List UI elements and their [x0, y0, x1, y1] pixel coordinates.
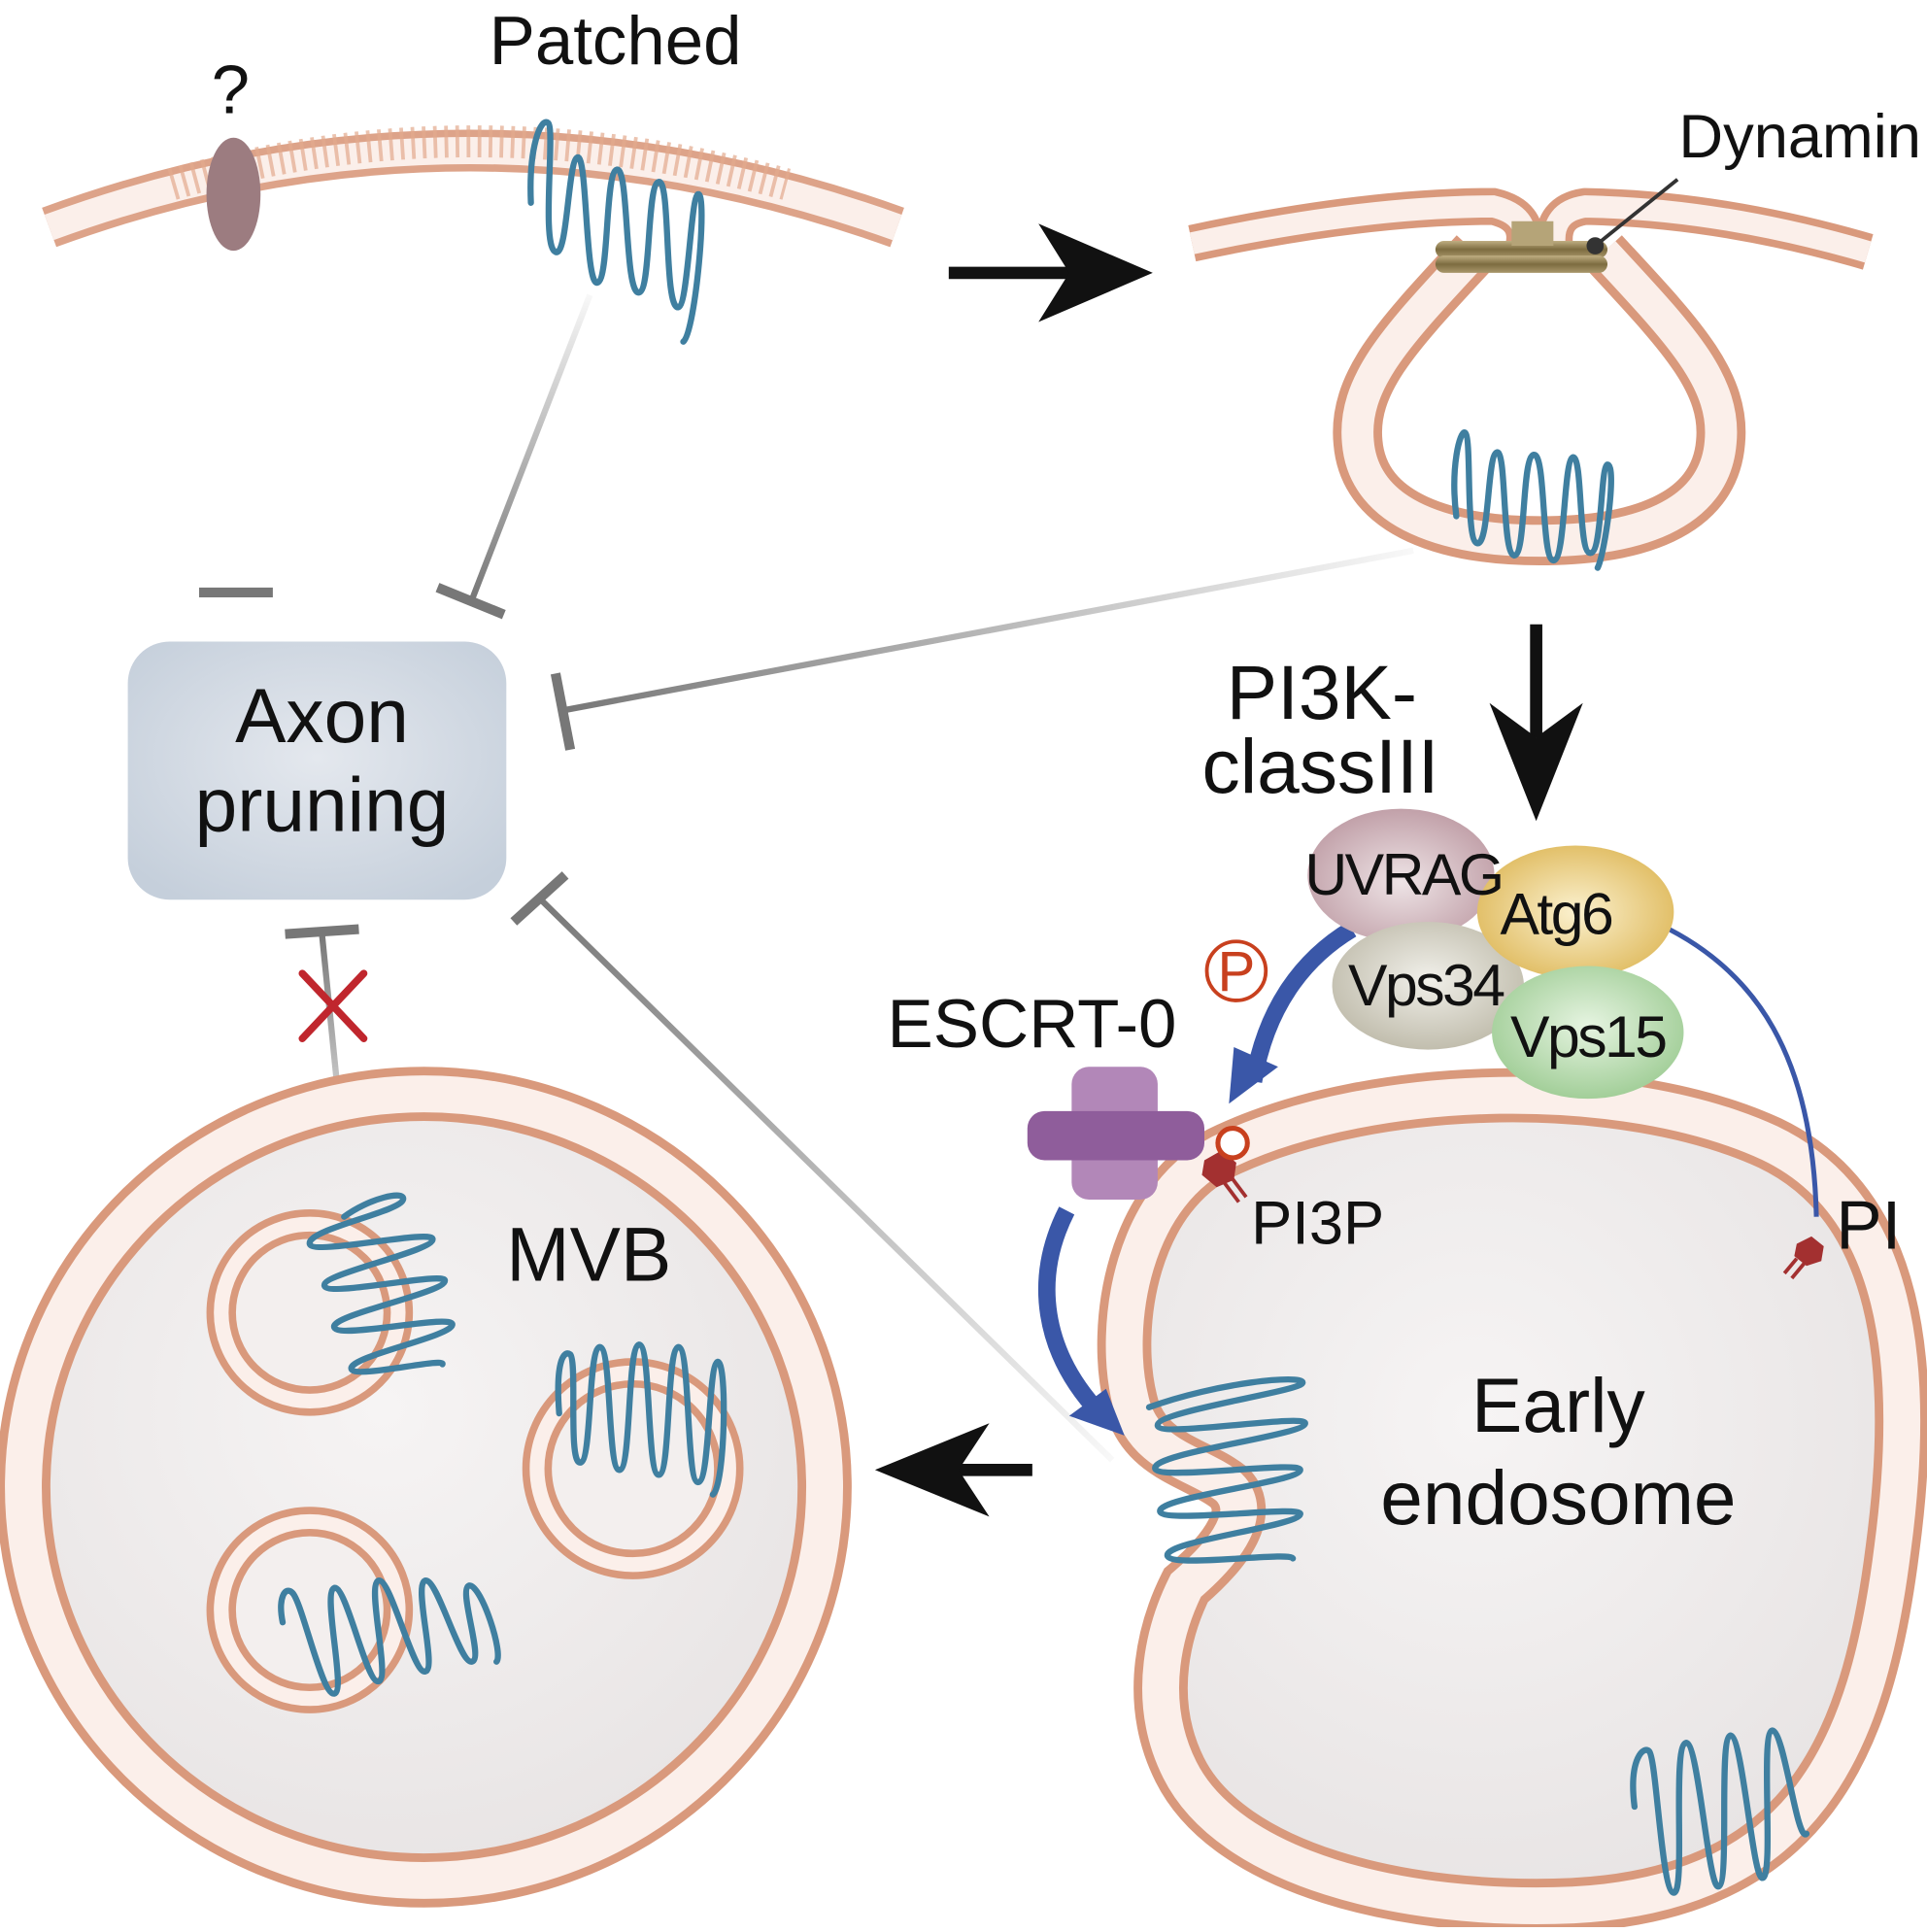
vps15-subunit	[1492, 966, 1684, 1100]
vps34-subunit	[1332, 921, 1524, 1050]
early-endosome-label-line2: endosome	[1380, 1455, 1736, 1541]
dynamin-pointer	[1594, 178, 1679, 248]
phospho-label: P	[1217, 940, 1255, 1003]
unknown-receptor-label: ?	[212, 51, 250, 128]
intraluminal-vesicle-3	[206, 1507, 501, 1713]
vps34-label: Vps34	[1348, 952, 1504, 1018]
phospho-icon: P	[1204, 939, 1268, 1003]
blue-arrow-sorting	[1037, 1206, 1125, 1436]
dynamin-label: Dynamin	[1678, 103, 1921, 171]
plasma-membrane	[42, 125, 904, 248]
early-endosome-label-line1: Early	[1471, 1363, 1645, 1448]
vps15-label: Vps15	[1510, 1003, 1666, 1069]
mvb-label: MVB	[506, 1211, 671, 1297]
escrt0-complex	[1027, 1067, 1204, 1200]
pi3p-lipid-icon	[1201, 1126, 1250, 1203]
patched-in-vesicle	[1451, 429, 1614, 571]
pi3k-complex: UVRAG Vps34 Atg6 Vps15	[1304, 808, 1684, 1100]
inhibition-from-patched	[435, 293, 593, 620]
blue-arrow-pi-substrate	[1658, 922, 1819, 1217]
patched-label: Patched	[490, 3, 742, 80]
unknown-receptor	[206, 137, 261, 252]
blocked-x-icon	[298, 969, 368, 1042]
axon-pruning-label-line2: pruning	[195, 762, 450, 847]
arrow-endocytosis	[948, 223, 1153, 322]
escrt0-label: ESCRT-0	[888, 986, 1177, 1063]
intraluminal-vesicle-2	[522, 1341, 744, 1579]
intraluminal-vesicle-1	[206, 1192, 456, 1416]
atg6-subunit	[1476, 845, 1674, 979]
blue-arrow-phosphorylation	[1229, 921, 1357, 1104]
arrow-to-mvb	[874, 1423, 1032, 1517]
inhibition-from-endosome	[510, 871, 1115, 1463]
pi3k-label-line2: classIII	[1201, 724, 1438, 809]
pi3p-label: PI3P	[1251, 1189, 1384, 1257]
uvrag-subunit	[1307, 808, 1495, 942]
patched-in-endosome-bottom	[1630, 1727, 1810, 1896]
pi-lipid-icon	[1782, 1236, 1824, 1280]
dynamin-ring	[1435, 220, 1608, 273]
early-endosome	[1097, 1068, 1927, 1932]
patched-in-endosome	[1145, 1376, 1308, 1564]
axon-pruning-node: Axon pruning	[127, 641, 507, 900]
atg6-label: Atg6	[1500, 881, 1612, 947]
axon-pruning-label-line1: Axon	[235, 673, 409, 759]
pi3k-label-line1: PI3K-	[1227, 650, 1417, 735]
inhibition-from-vesicle	[550, 547, 1414, 751]
dynamin-pointer-dot	[1586, 237, 1605, 254]
pi-label: PI	[1836, 1188, 1901, 1265]
patched-protein	[527, 119, 705, 345]
inhibition-from-unknown	[198, 301, 273, 597]
arrow-to-endosome	[1489, 624, 1583, 822]
uvrag-label: UVRAG	[1304, 841, 1502, 907]
